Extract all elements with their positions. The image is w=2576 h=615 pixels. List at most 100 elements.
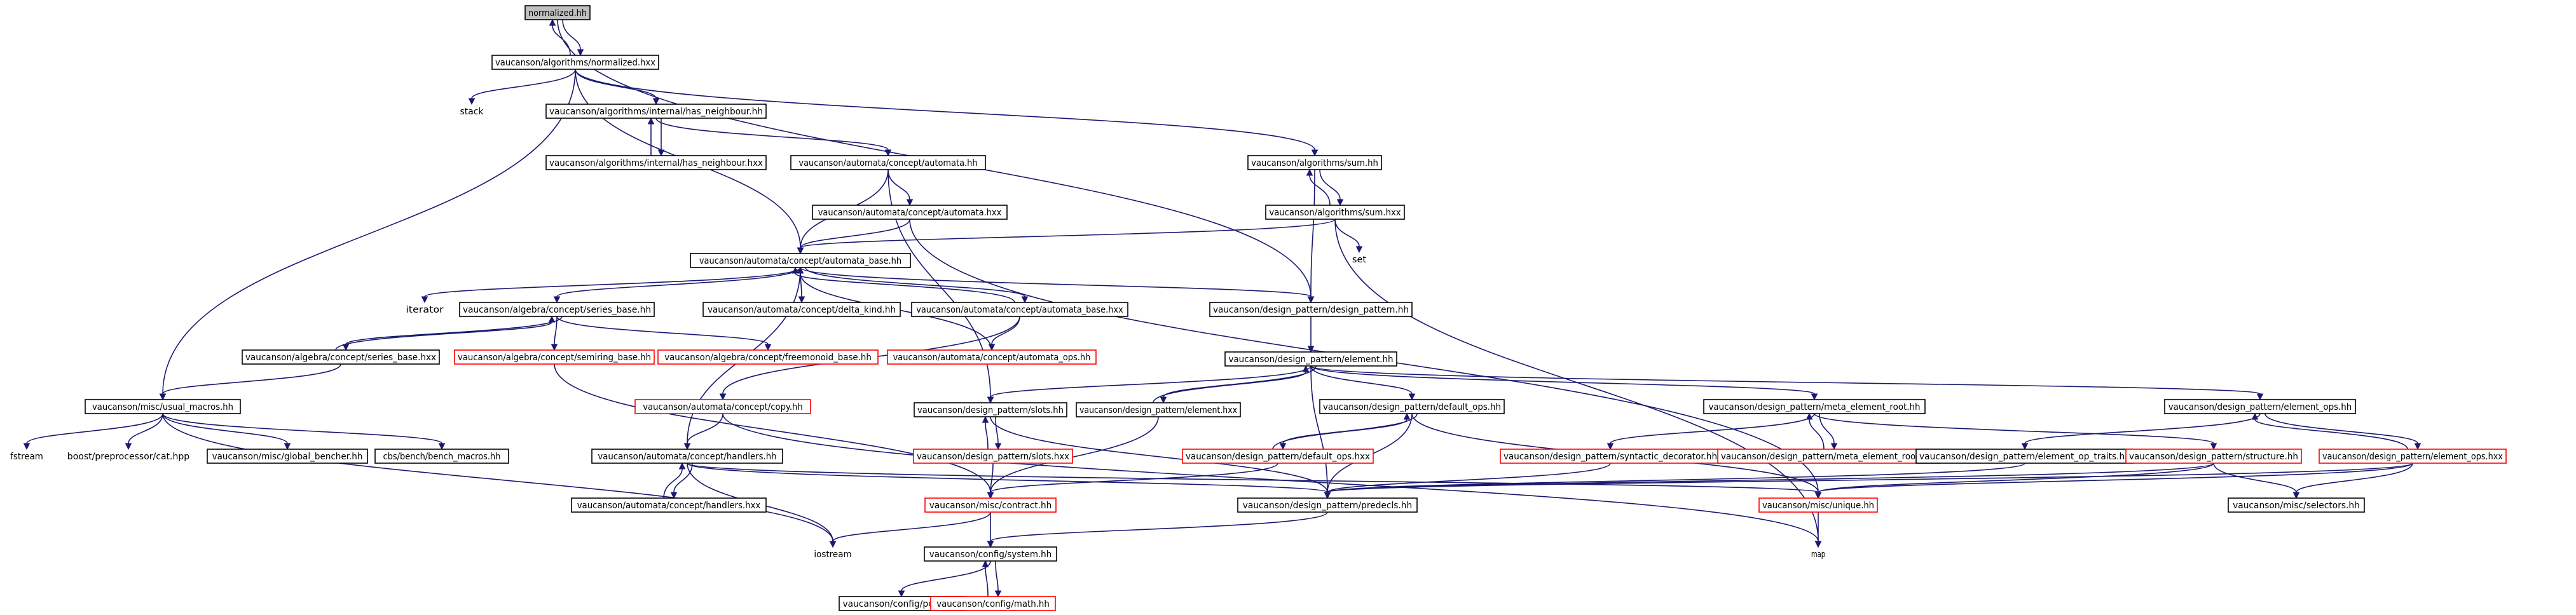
node-label: vaucanson/automata/concept/copy.hh (643, 402, 803, 412)
node-box (914, 402, 1067, 417)
edge-system_hh-to-pconf_hh (901, 560, 991, 591)
edge-meta_element_root_hxx-to-meta_element_root_hh (1809, 419, 1825, 450)
node-sum-hh[interactable]: vaucanson/algorithms/sum.hh (1247, 155, 1382, 170)
edge-element_hh-to-predecls_hh (1310, 365, 1328, 493)
node-series-base-hxx[interactable]: vaucanson/algebra/concept/series_base.hx… (242, 349, 440, 365)
node-structure-hh: vaucanson/design_pattern/structure.hh (2125, 449, 2302, 464)
edge-sum_hxx-to-map (1334, 219, 1819, 542)
node-design-pattern-hh[interactable]: vaucanson/design_pattern/design_pattern.… (1209, 302, 1413, 317)
node-iostream: iostream (814, 550, 851, 560)
edge-meta_element_root_hh-to-syntactic_decorator_hh (1610, 413, 1815, 444)
arrowhead-sum_hh-to-sum_hxx (1336, 199, 1344, 206)
edge-sum_hh-to-sum_hxx (1319, 169, 1341, 200)
node-algo-normalized-hxx[interactable]: vaucanson/algorithms/normalized.hxx (491, 55, 659, 70)
node-box (524, 5, 591, 20)
node-series-base-hh[interactable]: vaucanson/algebra/concept/series_base.hh (459, 302, 655, 317)
arrowhead-algo_normalized_hxx-to-stack (468, 98, 476, 105)
arrowhead-handlers_hh-to-handlers_hxx (670, 492, 678, 499)
node-label: vaucanson/design_pattern/slots.hxx (917, 452, 1069, 462)
edge-normalized_hh-to-algo_normalized_hxx (562, 19, 581, 50)
node-label: vaucanson/automata/concept/automata_base… (699, 256, 901, 266)
node-box (1703, 399, 1926, 414)
arrowhead-unique_hh-to-map (1814, 541, 1822, 548)
node-automata-base-hh[interactable]: vaucanson/automata/concept/automata_base… (690, 253, 911, 268)
node-automata-hh[interactable]: vaucanson/automata/concept/automata.hh (790, 155, 986, 170)
node-box (1209, 302, 1413, 317)
arrowhead-automata_hh-to-automata_hxx (906, 199, 914, 206)
node-element-ops-hh[interactable]: vaucanson/design_pattern/element_ops.hh (2164, 399, 2356, 414)
arrowhead-automata_base_hh-to-iterator (421, 296, 428, 304)
node-element-op-traits-hh[interactable]: vaucanson/design_pattern/element_op_trai… (1915, 449, 2134, 464)
node-global-bencher-hh[interactable]: vaucanson/misc/global_bencher.hh (207, 449, 368, 464)
node-label: set (1352, 255, 1367, 265)
edge-element_hh-to-meta_element_root_hh (1310, 365, 1815, 395)
node-box (1076, 402, 1241, 417)
node-box (2228, 497, 2365, 513)
arrowhead-normalized_hh-to-algo_normalized_hxx (577, 49, 584, 57)
edge-automata_base_hh-to-design_pattern_hh (800, 267, 1312, 297)
node-sum-hxx[interactable]: vaucanson/algorithms/sum.hxx (1265, 205, 1405, 220)
edge-copy_hh-to-map (722, 413, 1819, 542)
arrowhead-handlers_hh-to-predecls_hh (1324, 492, 1331, 499)
node-normalized-hh: normalized.hh (524, 5, 591, 20)
node-box (1247, 155, 1382, 170)
node-box (1758, 497, 1878, 513)
node-box (887, 349, 1097, 365)
arrowhead-automata_base_hh-to-design_pattern_hh (1307, 296, 1315, 304)
node-element-hxx[interactable]: vaucanson/design_pattern/element.hxx (1076, 402, 1241, 417)
node-label: vaucanson/algorithms/internal/has_neighb… (549, 107, 763, 117)
node-has-neighbour-hxx[interactable]: vaucanson/algorithms/internal/has_neighb… (545, 155, 767, 170)
arrowhead-handlers_hxx-to-handlers_hh (678, 462, 686, 470)
edge-series_base_hh-to-series_base_hxx (345, 316, 563, 345)
edge-algo_normalized_hxx-to-sum_hh (575, 69, 1315, 151)
node-selectors-hh[interactable]: vaucanson/misc/selectors.hh (2228, 497, 2365, 513)
edge-algo_normalized_hxx-to-stack (471, 69, 576, 99)
node-copy-hh: vaucanson/automata/concept/copy.hh (634, 399, 811, 414)
node-label: vaucanson/design_pattern/predecls.hh (1243, 501, 1412, 511)
node-system-hh[interactable]: vaucanson/config/system.hh (924, 546, 1057, 562)
node-element-hh[interactable]: vaucanson/design_pattern/element.hh (1224, 351, 1397, 367)
node-handlers-hh[interactable]: vaucanson/automata/concept/handlers.hh (591, 449, 783, 464)
node-math-hh: vaucanson/config/math.hh (930, 596, 1056, 611)
arrowhead-default_ops_hxx-to-contract_hh (987, 492, 994, 499)
node-usual-macros-hh[interactable]: vaucanson/misc/usual_macros.hh (85, 399, 241, 414)
arrowhead-element_hh-to-slots_hh (987, 396, 994, 404)
node-label: vaucanson/config/system.hh (929, 550, 1052, 560)
node-label: normalized.hh (528, 8, 587, 18)
arrowhead-element_hh-to-element_ops_hh (2256, 393, 2264, 401)
edge-element_hh-to-default_ops_hh (1310, 365, 1413, 395)
node-bench-macros-hh[interactable]: cbs/bench/bench_macros.hh (374, 449, 509, 464)
node-predecls-hh[interactable]: vaucanson/design_pattern/predecls.hh (1237, 497, 1418, 513)
edge-handlers_hh-to-predecls_hh (687, 463, 1328, 493)
arrowhead-sum_hxx-to-automata_base_hh (797, 247, 804, 255)
node-box (571, 497, 767, 513)
node-automata-ops-hh: vaucanson/automata/concept/automata_ops.… (887, 349, 1097, 365)
node-automata-base-hxx[interactable]: vaucanson/automata/concept/automata_base… (911, 302, 1128, 317)
edge-element_ops_hh-to-element_ops_hxx (2264, 413, 2418, 444)
edge-meta_element_root_hh-to-meta_element_root_hxx (1819, 413, 1835, 444)
edge-sum_hh-to-design_pattern_hh (1310, 169, 1315, 297)
node-box (2319, 449, 2507, 464)
edge-handlers_hh-to-handlers_hxx (673, 463, 693, 493)
node-has-neighbour-hh[interactable]: vaucanson/algorithms/internal/has_neighb… (545, 104, 767, 119)
node-handlers-hxx[interactable]: vaucanson/automata/concept/handlers.hxx (571, 497, 767, 513)
arrowhead-automata_base_hxx-to-automata_base_hh (791, 266, 799, 274)
node-box (1182, 449, 1374, 464)
edge-default_ops_hxx-to-default_ops_hh (1272, 419, 1408, 450)
node-label: vaucanson/misc/usual_macros.hh (92, 402, 233, 412)
arrowhead-automata_base_hxx-to-copy_hh (719, 393, 727, 401)
arrowhead-automata_base_hh-to-series_base_hh (553, 296, 561, 304)
edge-contract_hh-to-iostream (832, 511, 991, 542)
node-delta-kind-hh[interactable]: vaucanson/automata/concept/delta_kind.hh (702, 302, 901, 317)
arrowhead-element_ops_hh-to-element_op_traits_hh (2021, 443, 2029, 450)
node-automata-hxx[interactable]: vaucanson/automata/concept/automata.hxx (812, 205, 1008, 220)
node-label: vaucanson/algebra/concept/semiring_base.… (458, 353, 651, 363)
node-slots-hh[interactable]: vaucanson/design_pattern/slots.hh (914, 402, 1067, 417)
node-label: vaucanson/algebra/concept/freemonoid_bas… (664, 353, 872, 363)
node-box (545, 104, 767, 119)
node-default-ops-hh[interactable]: vaucanson/design_pattern/default_ops.hh (1319, 399, 1505, 414)
node-label: fstream (10, 452, 43, 462)
edge-handlers_hh-to-unique_hh (687, 463, 1819, 493)
node-meta-element-root-hh[interactable]: vaucanson/design_pattern/meta_element_ro… (1703, 399, 1926, 414)
arrowhead-automata_ops_hh-to-automata_base_hh (797, 266, 804, 274)
